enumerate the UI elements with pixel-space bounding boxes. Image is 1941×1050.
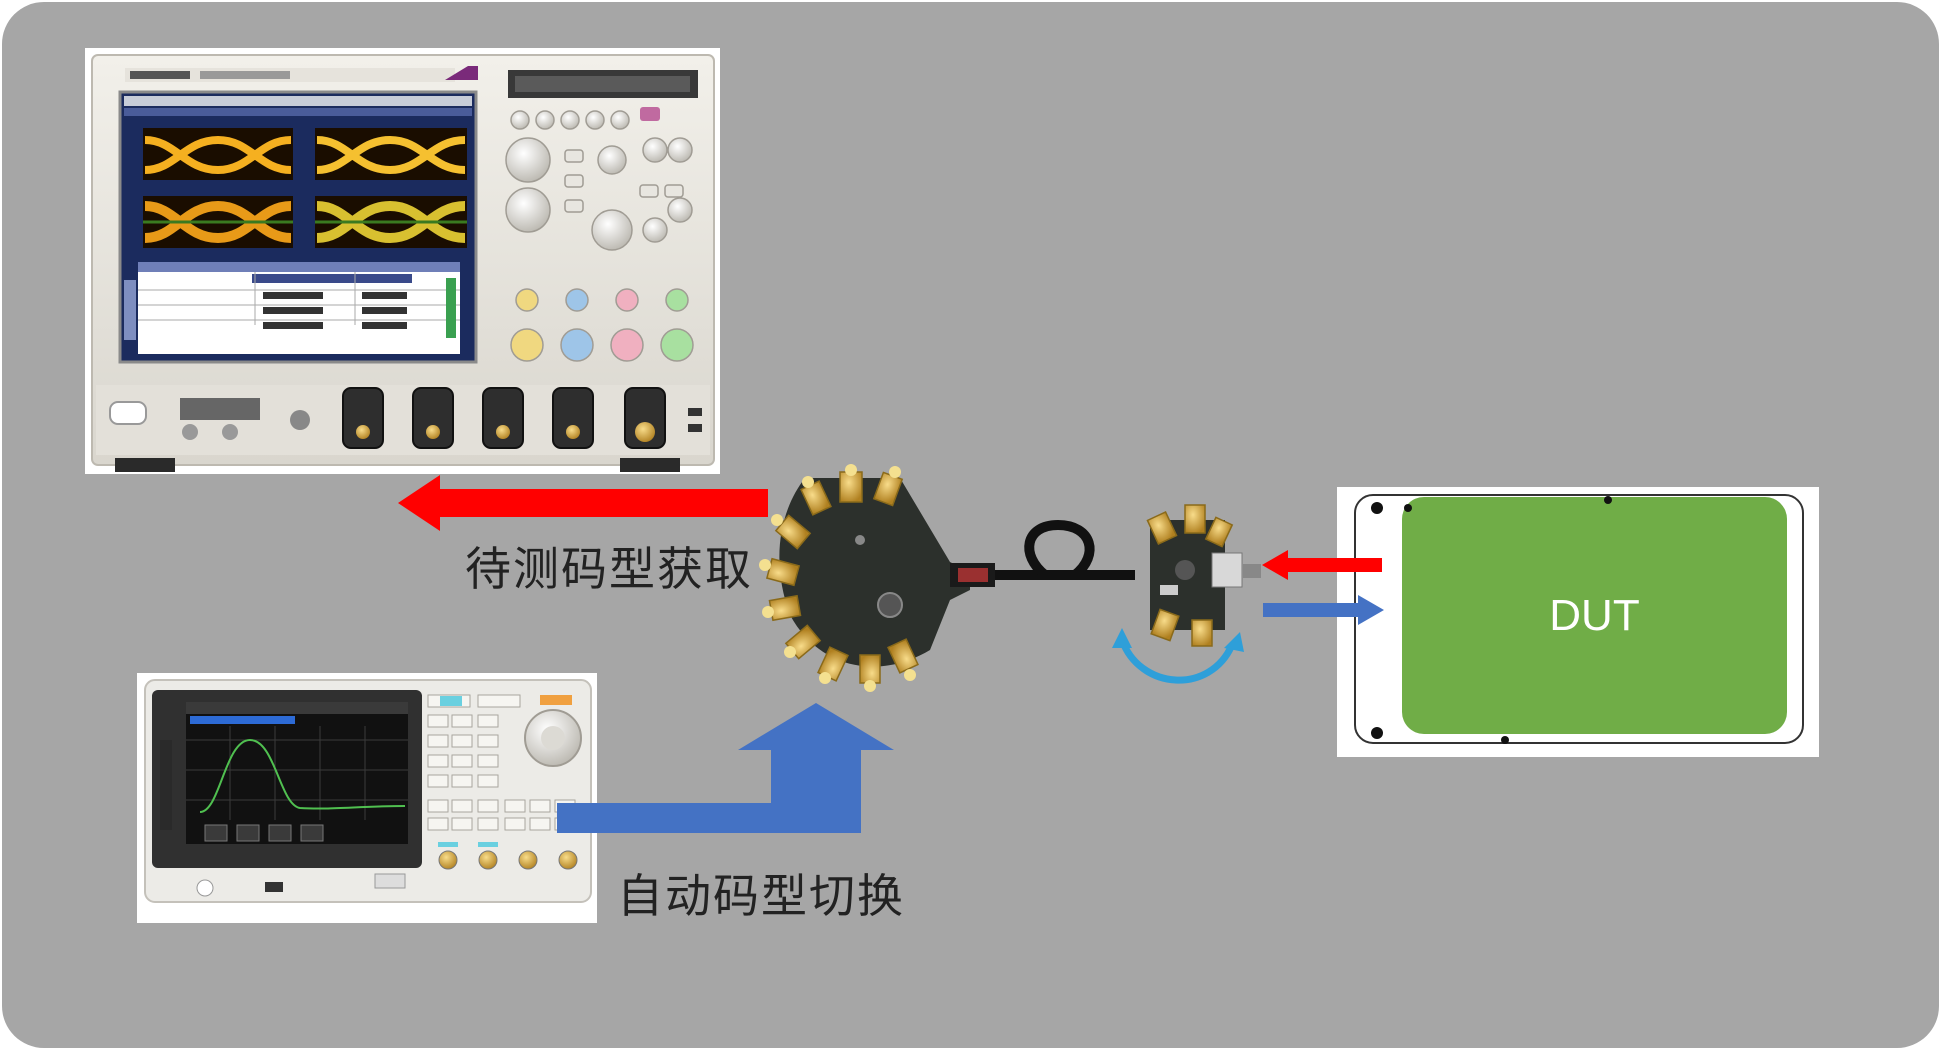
capture-label: 待测码型获取 [465,542,753,596]
dut-receive-arrow [1262,550,1382,580]
dut-label: DUT [1549,590,1640,640]
dut-send-arrow [1263,595,1384,625]
switch-arrow [557,703,894,833]
oscilloscope-image [85,48,720,474]
dut-box [1337,487,1819,757]
switch-board-image [759,464,1135,692]
signal-generator-image [137,673,597,923]
switch-label: 自动码型切换 [617,869,905,923]
capture-arrow [398,475,768,531]
test-fixture-image [1112,504,1261,684]
